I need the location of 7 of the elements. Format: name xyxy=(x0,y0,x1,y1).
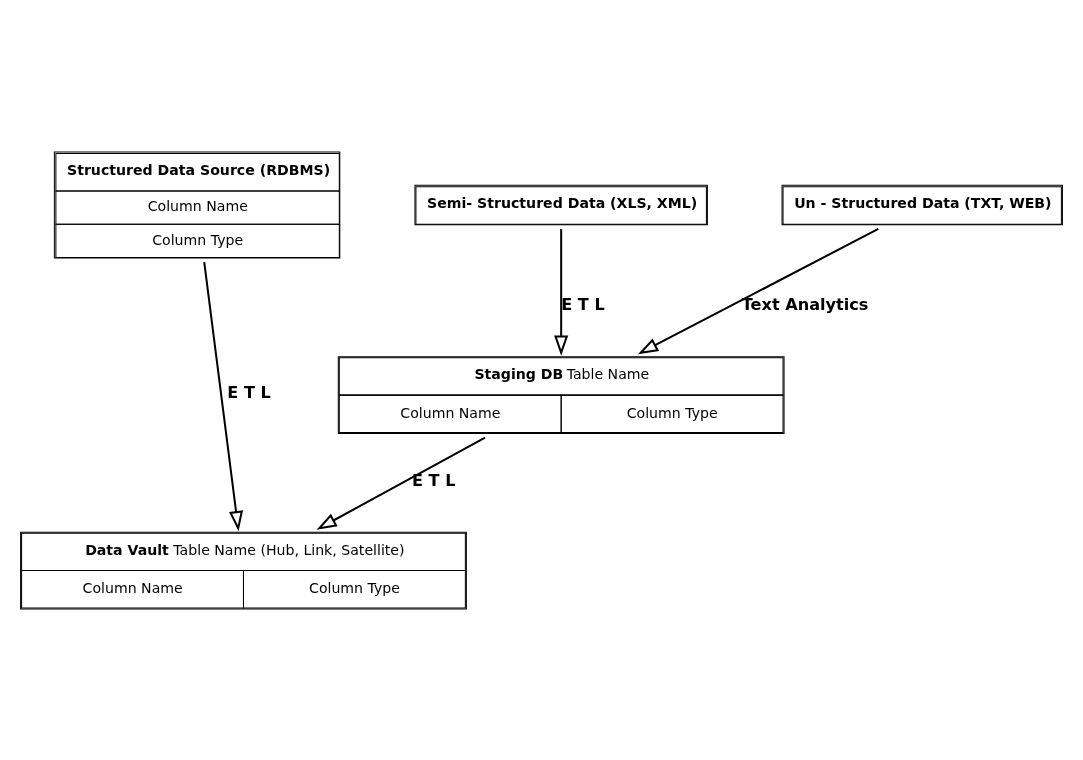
edge-label: Text Analytics xyxy=(741,294,869,314)
arrow xyxy=(203,261,244,531)
arrow xyxy=(637,227,879,354)
edge-label: E T L xyxy=(561,294,605,314)
arrow xyxy=(316,436,486,530)
arrow xyxy=(554,228,569,356)
edge-label: E T L xyxy=(227,382,271,402)
